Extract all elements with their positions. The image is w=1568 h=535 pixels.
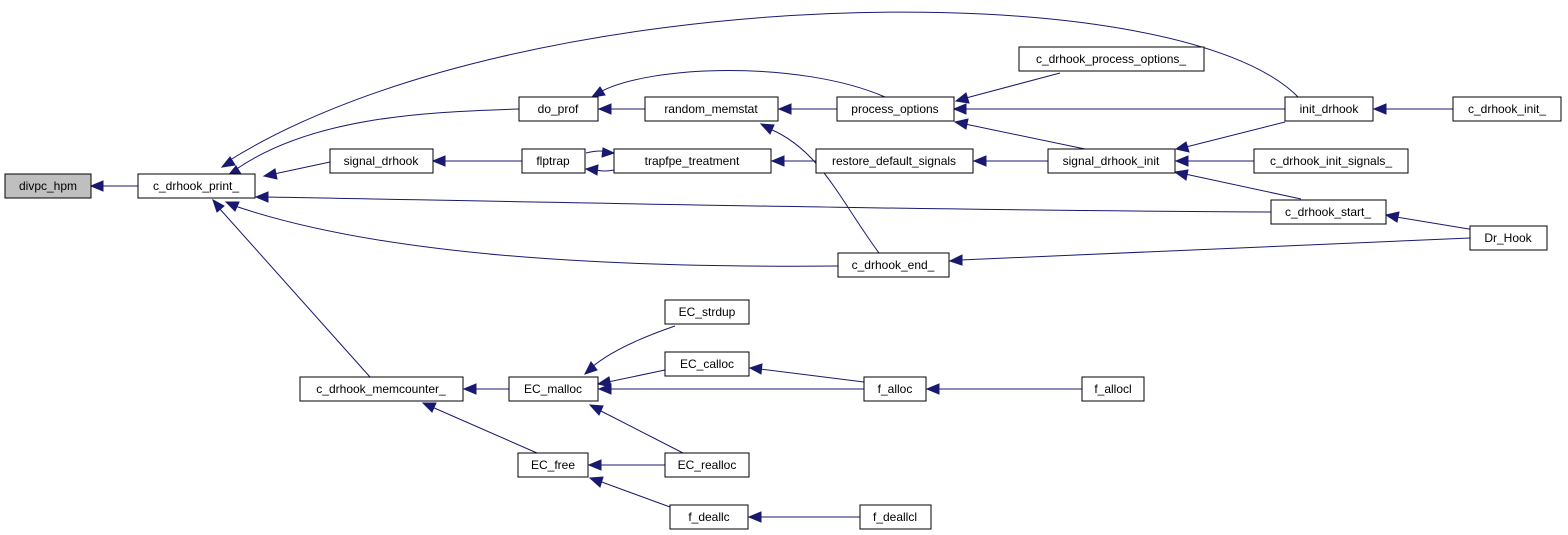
edge-c_drhook_memcounter_-to-c_drhook_print_	[212, 198, 371, 378]
node-EC_malloc[interactable]: EC_malloc	[508, 376, 599, 402]
edge-Dr_Hook-to-c_drhook_end_	[948, 237, 1471, 266]
node-f_deallcl[interactable]: f_deallcl	[859, 504, 932, 530]
node-label: EC_malloc	[524, 382, 582, 396]
node-label: c_drhook_end_	[852, 258, 935, 272]
node-label: Dr_Hook	[1484, 231, 1532, 245]
node-label: process_options	[851, 102, 938, 116]
node-EC_calloc[interactable]: EC_calloc	[664, 351, 750, 377]
node-label: EC_realloc	[678, 458, 737, 472]
edge-init_drhook-to-signal_drhook_init	[1174, 121, 1286, 153]
edge-EC_strdup-to-EC_malloc	[584, 325, 676, 375]
edge-process_options-to-random_memstat	[777, 103, 837, 115]
edge-EC_free-to-c_drhook_memcounter_	[421, 402, 538, 454]
edge-c_drhook_end_-to-c_drhook_print_	[224, 201, 839, 267]
edge-EC_realloc-to-EC_free	[587, 459, 665, 471]
edge-f_alloc-to-EC_malloc	[597, 383, 864, 395]
node-label: EC_free	[531, 458, 575, 472]
node-init_drhook[interactable]: init_drhook	[1284, 96, 1374, 122]
node-c_drhook_memcounter_[interactable]: c_drhook_memcounter_	[299, 376, 464, 402]
node-label: EC_strdup	[679, 305, 736, 319]
node-label: c_drhook_print_	[153, 179, 239, 193]
edge-EC_malloc-to-c_drhook_memcounter_	[462, 383, 509, 395]
node-label: c_drhook_start_	[1285, 205, 1371, 219]
node-c_drhook_process_options_[interactable]: c_drhook_process_options_	[1018, 46, 1205, 72]
node-do_prof[interactable]: do_prof	[518, 96, 599, 122]
node-label: trapfpe_treatment	[645, 154, 740, 168]
edge-signal_drhook_init-to-process_options	[953, 118, 1086, 150]
edge-f_alloc-to-EC_calloc	[748, 363, 865, 383]
node-process_options[interactable]: process_options	[836, 96, 955, 122]
node-restore_default_signals[interactable]: restore_default_signals	[815, 148, 974, 174]
edge-c_drhook_print_-to-divpc_hpm	[89, 180, 138, 192]
edge-signal_drhook-to-c_drhook_print_	[262, 161, 331, 180]
node-label: do_prof	[538, 102, 579, 116]
node-label: init_drhook	[1300, 102, 1360, 116]
node-c_drhook_print_[interactable]: c_drhook_print_	[137, 173, 256, 199]
edge-process_options-to-do_prof	[590, 70, 886, 98]
node-random_memstat[interactable]: random_memstat	[644, 96, 779, 122]
node-label: f_deallc	[688, 510, 729, 524]
node-EC_strdup[interactable]: EC_strdup	[664, 299, 750, 325]
node-c_drhook_init_signals_[interactable]: c_drhook_init_signals_	[1253, 148, 1409, 174]
edge-flptrap-to-signal_drhook	[431, 155, 522, 167]
node-label: divpc_hpm	[19, 179, 77, 193]
node-label: c_drhook_process_options_	[1036, 52, 1186, 66]
edge-f_deallcl-to-f_deallc	[747, 511, 860, 523]
edge-f_allocl-to-f_alloc	[925, 383, 1082, 395]
node-f_allocl[interactable]: f_allocl	[1081, 376, 1145, 402]
node-label: flptrap	[536, 154, 570, 168]
node-label: f_allocl	[1094, 382, 1131, 396]
node-divpc_hpm[interactable]: divpc_hpm	[4, 173, 92, 199]
node-signal_drhook_init[interactable]: signal_drhook_init	[1047, 148, 1176, 174]
edge-random_memstat-to-do_prof	[597, 103, 645, 115]
edge-c_drhook_process_options_-to-process_options	[954, 72, 1061, 104]
edge-trapfpe_treatment-to-flptrap	[584, 164, 615, 176]
node-label: c_drhook_memcounter_	[316, 382, 446, 396]
node-label: EC_calloc	[680, 357, 734, 371]
node-trapfpe_treatment[interactable]: trapfpe_treatment	[613, 148, 772, 174]
edge-init_drhook-to-c_drhook_print_	[220, 11, 1301, 168]
node-Dr_Hook[interactable]: Dr_Hook	[1469, 225, 1548, 251]
node-c_drhook_end_[interactable]: c_drhook_end_	[837, 252, 950, 278]
edge-c_drhook_start_-to-c_drhook_print_	[254, 191, 1272, 213]
edge-c_drhook_end_-to-random_memstat	[759, 123, 880, 254]
node-f_alloc[interactable]: f_alloc	[863, 376, 927, 402]
edge-c_drhook_init_signals_-to-signal_drhook_init	[1174, 155, 1254, 167]
node-label: f_alloc	[878, 382, 913, 396]
node-label: f_deallcl	[873, 510, 917, 524]
edge-init_drhook-to-process_options	[952, 103, 1285, 115]
edge-EC_calloc-to-EC_malloc	[596, 369, 666, 388]
node-EC_realloc[interactable]: EC_realloc	[664, 452, 750, 478]
edge-c_drhook_start_-to-signal_drhook_init	[1173, 169, 1302, 200]
node-EC_free[interactable]: EC_free	[517, 452, 589, 478]
edge-c_drhook_init_-to-init_drhook	[1372, 103, 1453, 115]
edge-flptrap-to-trapfpe_treatment	[585, 147, 616, 158]
node-label: random_memstat	[664, 102, 758, 116]
edge-f_deallc-to-EC_free	[588, 476, 671, 508]
edge-Dr_Hook-to-c_drhook_start_	[1384, 211, 1476, 231]
node-label: c_drhook_init_signals_	[1270, 154, 1392, 168]
node-label: c_drhook_init_	[1468, 102, 1546, 116]
node-label: signal_drhook	[344, 154, 420, 168]
edge-restore_default_signals-to-trapfpe_treatment	[770, 155, 816, 167]
node-c_drhook_init_[interactable]: c_drhook_init_	[1452, 96, 1562, 122]
node-label: signal_drhook_init	[1063, 154, 1160, 168]
node-label: restore_default_signals	[832, 154, 956, 168]
edge-EC_realloc-to-EC_malloc	[588, 404, 684, 454]
edge-signal_drhook_init-to-restore_default_signals	[972, 155, 1048, 167]
node-flptrap[interactable]: flptrap	[521, 148, 586, 174]
node-c_drhook_start_[interactable]: c_drhook_start_	[1270, 199, 1387, 225]
node-f_deallc[interactable]: f_deallc	[669, 504, 749, 530]
node-signal_drhook[interactable]: signal_drhook	[329, 148, 434, 174]
